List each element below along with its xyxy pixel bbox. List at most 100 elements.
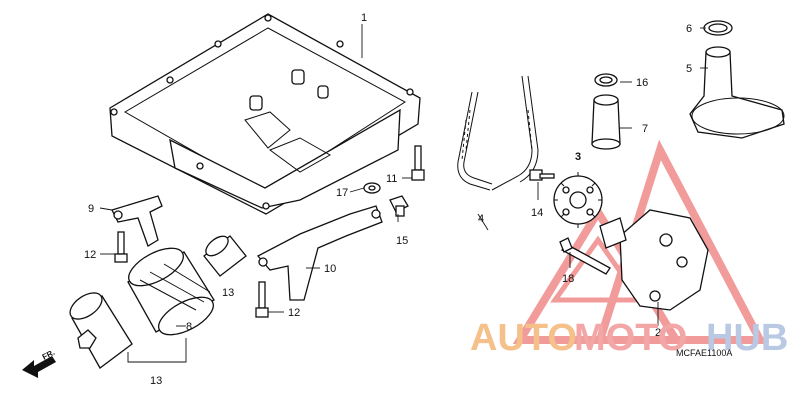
diagram-code: MCFAE1100A xyxy=(676,348,732,358)
bolt-hole xyxy=(262,202,270,210)
oil-pump-port xyxy=(659,233,673,247)
watermark-moto: MOTO xyxy=(574,317,687,359)
bolt-hole xyxy=(336,40,344,48)
oil-pump-port xyxy=(649,290,661,302)
bolt-hole xyxy=(406,88,414,96)
oil-pan-post-3 xyxy=(317,85,329,99)
part-label-12-center: 12 xyxy=(288,307,300,319)
oil-pan-boss xyxy=(268,137,332,173)
part-label-9: 9 xyxy=(88,203,94,215)
oil-pipe xyxy=(203,235,247,277)
sprocket-hole xyxy=(562,186,570,194)
oil-pump xyxy=(599,209,709,311)
sprocket-hole xyxy=(586,186,594,194)
relief-valve-top xyxy=(593,94,619,106)
oil-pump-sprocket xyxy=(553,172,603,228)
drive-chain xyxy=(457,75,539,191)
bracket-left-hole xyxy=(113,210,123,220)
oil-filter-bottom xyxy=(158,296,214,336)
chain-left-strand xyxy=(457,91,491,191)
relief-valve-bottom xyxy=(591,138,621,150)
part-label-3: 3 xyxy=(575,151,581,163)
bolt-shank xyxy=(258,281,266,309)
o-ring-16 xyxy=(594,73,618,87)
part-label-10: 10 xyxy=(324,263,336,275)
part-labels: 1 2 3 4 5 6 7 8 9 10 11 12 12 13 13 14 1… xyxy=(84,12,692,387)
bolt-hole xyxy=(214,40,222,48)
relief-valve xyxy=(591,94,621,150)
bolt-hole xyxy=(166,76,174,84)
part-label-18: 18 xyxy=(562,273,574,285)
o-ring-inner xyxy=(708,23,728,33)
washer-inner xyxy=(368,185,376,191)
oil-strainer-neck xyxy=(705,46,731,58)
watermark-hub: HUB xyxy=(706,317,788,359)
leader-9 xyxy=(99,207,113,211)
oil-pump-body xyxy=(619,209,709,311)
filter-wrench xyxy=(69,292,133,369)
oil-pipe-end xyxy=(205,235,229,257)
bracket-right-hole xyxy=(371,209,381,219)
oil-pan-baffle xyxy=(244,111,291,149)
bracket-right-body xyxy=(256,205,383,301)
oil-strainer-body xyxy=(689,51,785,139)
washer-17 xyxy=(363,182,381,194)
chain-right-strand xyxy=(491,75,533,191)
leader-17 xyxy=(349,187,365,193)
part-label-1: 1 xyxy=(361,12,367,24)
bolt-12-center xyxy=(255,281,269,318)
bolt-shank xyxy=(117,231,125,255)
chain-left-strand-inner xyxy=(463,91,493,185)
part-label-4: 4 xyxy=(478,213,484,225)
sprocket-hub xyxy=(569,191,587,209)
bolt-shank xyxy=(414,145,422,171)
oil-pump-shaft xyxy=(599,217,627,249)
front-direction-marker: FR. xyxy=(22,348,56,378)
watermark-wordmark: AUTO MOTO HUB xyxy=(470,317,788,359)
bracket-right xyxy=(256,205,383,301)
bolt-18 xyxy=(559,237,611,275)
bolt-hole xyxy=(110,108,118,116)
bolt-head xyxy=(411,169,425,181)
part-label-14: 14 xyxy=(531,207,543,219)
part-label-13-pipe: 13 xyxy=(222,287,234,299)
bolt-head xyxy=(255,307,269,318)
chain-links xyxy=(461,109,533,161)
bolt-hole xyxy=(196,162,204,170)
part-label-7: 7 xyxy=(642,123,648,135)
front-arrow-icon xyxy=(22,356,56,378)
part-label-6: 6 xyxy=(686,23,692,35)
oil-filter-ribs xyxy=(139,263,211,311)
o-ring-inner xyxy=(599,76,613,84)
bolt-head xyxy=(114,253,128,263)
watermark-auto: AUTO xyxy=(470,317,577,359)
chain-right-strand-inner xyxy=(519,75,539,183)
watermark-triangle-inner xyxy=(550,235,645,303)
part-label-5: 5 xyxy=(686,63,692,75)
filter-wrench-top xyxy=(69,292,103,320)
part-label-13-bottom: 13 xyxy=(150,375,162,387)
sprocket-teeth xyxy=(554,172,602,228)
bolt-11 xyxy=(411,145,425,181)
bolt-hole xyxy=(264,14,272,22)
screw-shank xyxy=(539,173,555,179)
drain-bolt-15 xyxy=(389,195,409,217)
sprocket-hole xyxy=(562,208,570,216)
part-label-11: 11 xyxy=(386,173,397,185)
oil-pan-sump xyxy=(169,108,401,209)
oil-pan-post-1 xyxy=(249,95,263,111)
oil-pan-post-2 xyxy=(291,69,305,85)
relief-valve-body xyxy=(591,99,621,145)
oil-strainer xyxy=(689,46,785,139)
bolt-12-left xyxy=(114,231,128,263)
part-label-16: 16 xyxy=(636,77,648,89)
bracket-left xyxy=(111,195,163,247)
screw-14 xyxy=(529,169,555,181)
bolt-18-head xyxy=(559,237,573,253)
filter-wrench-hex xyxy=(77,329,97,349)
oil-strainer-screen xyxy=(691,97,785,135)
oil-filter xyxy=(127,247,215,336)
part-label-2: 2 xyxy=(655,327,661,339)
leader-13a xyxy=(127,338,187,363)
